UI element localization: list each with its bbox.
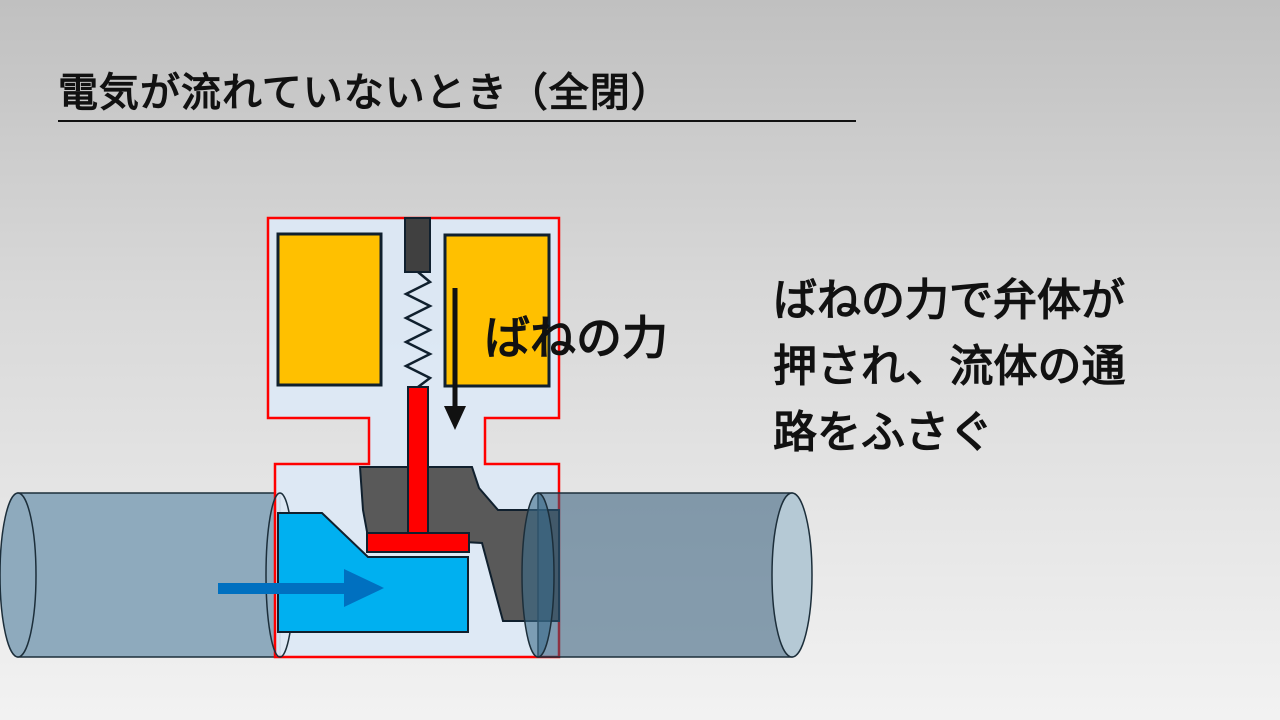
valve-disc — [366, 532, 470, 553]
fluid — [277, 512, 469, 633]
description-line: 路をふさぐ — [773, 407, 993, 458]
spring-force-arrow-icon — [444, 288, 466, 430]
plunger-stop — [404, 217, 431, 273]
right-pipe — [521, 492, 813, 658]
page-title: 電気が流れていないとき（全閉） — [58, 60, 856, 122]
description-line: ばねの力で弁体が — [773, 275, 1125, 326]
description-line: 押され、流体の通 — [773, 341, 1126, 392]
right-coil — [443, 233, 551, 388]
spring-icon — [403, 271, 433, 388]
valve-stem — [407, 386, 429, 538]
left-coil — [276, 232, 383, 387]
description-text: ばねの力で弁体が 押され、流体の通 路をふさぐ — [773, 268, 1125, 466]
left-pipe — [0, 492, 281, 658]
flow-arrow-icon — [218, 569, 384, 607]
spring-force-label: ばねの力 — [484, 311, 668, 365]
